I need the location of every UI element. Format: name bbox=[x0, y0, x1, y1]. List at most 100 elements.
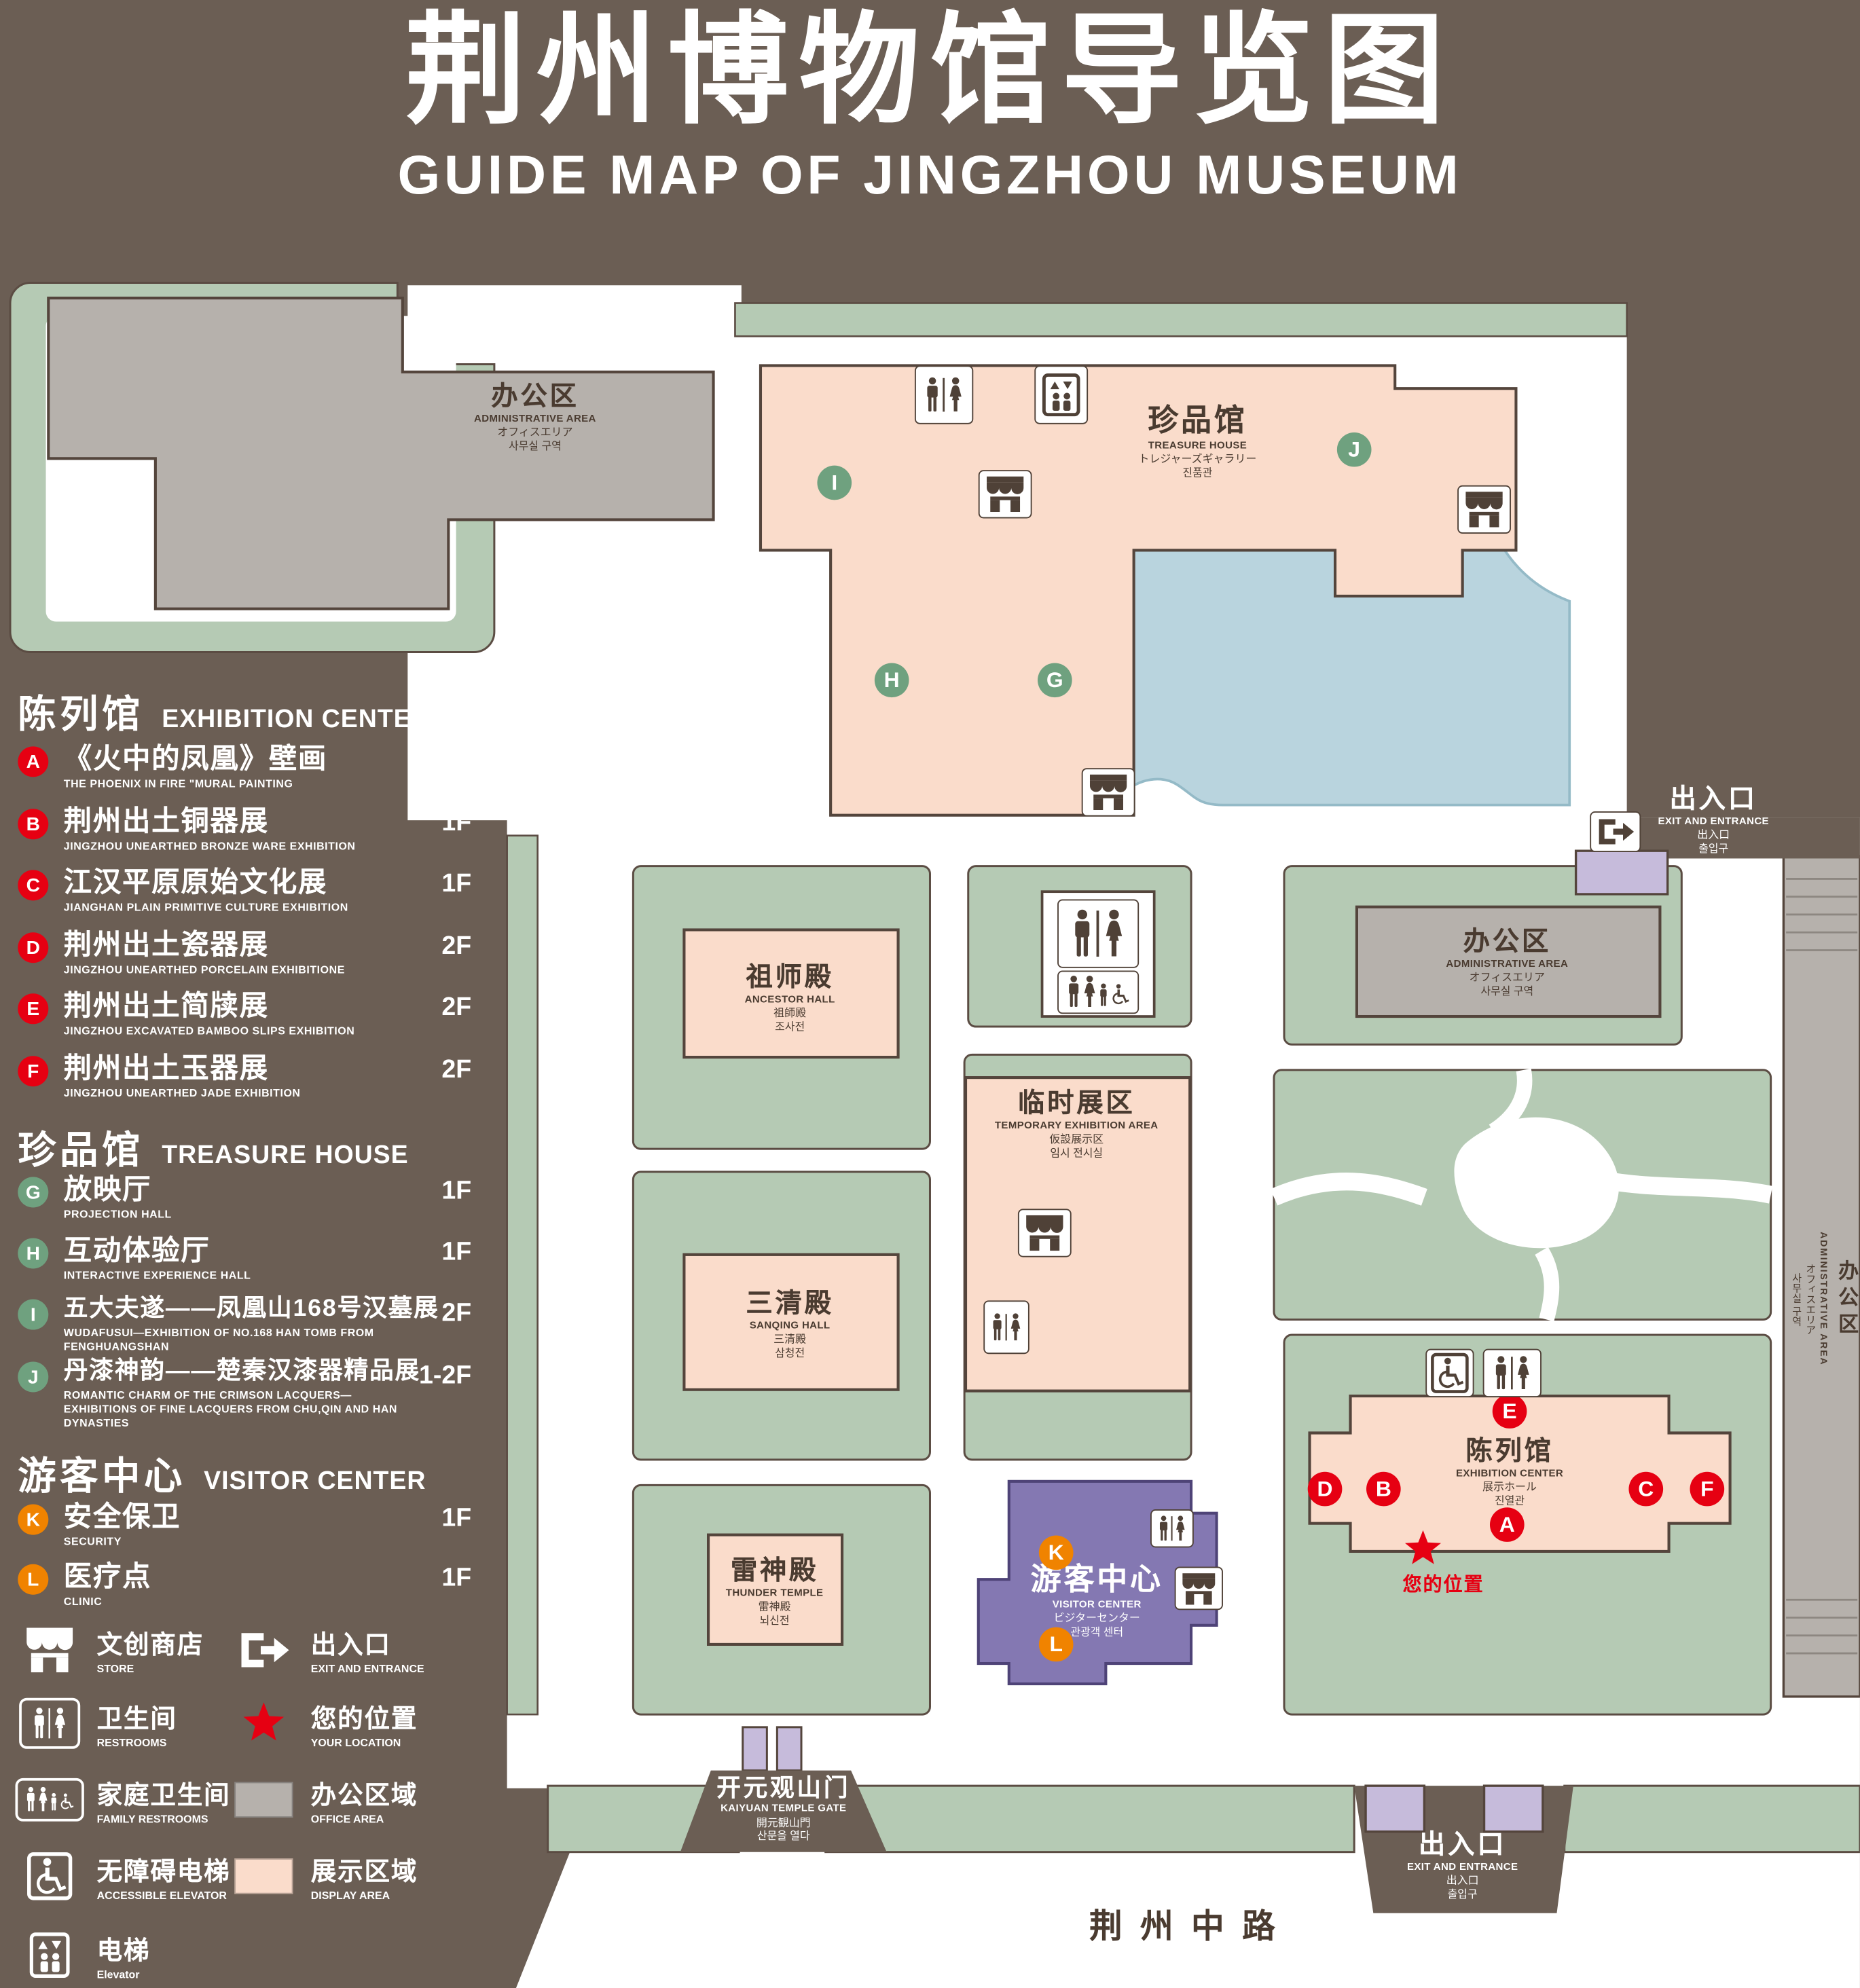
restroom-icon bbox=[1482, 1348, 1542, 1397]
entrance-south-right bbox=[1482, 1784, 1544, 1833]
legend-item-l: L 医疗点 CLINIC 1F bbox=[18, 1561, 486, 1609]
gate-door-right bbox=[776, 1726, 803, 1772]
marker-i: I bbox=[817, 465, 852, 500]
label-admin-east: 办公区 ADMINISTRATIVE AREA オフィスエリア 사무실 구역 bbox=[1446, 927, 1569, 997]
restroom-icon bbox=[1057, 899, 1139, 968]
building-thunder-temple bbox=[706, 1533, 844, 1646]
label-kaiyuan-gate: 开元观山门 KAIYUAN TEMPLE GATE 開元観山門 산문을 열다 bbox=[716, 1775, 851, 1843]
label-thunder-temple: 雷神殿 THUNDER TEMPLE 雷神殿 뇌신전 bbox=[725, 1556, 824, 1626]
label-temporary-exhibition: 临时展区 TEMPORARY EXHIBITION AREA 仮設展示区 임시 … bbox=[994, 1088, 1159, 1159]
page-header: 荆州博物馆导览图 GUIDE MAP OF JINGZHOU MUSEUM bbox=[0, 0, 1860, 208]
display-area-swatch bbox=[232, 1847, 295, 1905]
marker-b: B bbox=[1366, 1471, 1401, 1507]
marker-a: A bbox=[1489, 1507, 1525, 1542]
elevator-icon bbox=[18, 1926, 81, 1985]
legend-section-treasure-house: 珍品馆 TREASURE HOUSE bbox=[18, 1130, 409, 1172]
badge-f: F bbox=[18, 1056, 49, 1087]
label-sanqing-hall: 三清殿 SANQING HALL 三清殿 삼청전 bbox=[746, 1289, 834, 1359]
green-band-s bbox=[824, 1784, 1355, 1854]
store-icon bbox=[978, 470, 1032, 519]
legend-symbol-elevator: 电梯 Elevator bbox=[18, 1926, 150, 1985]
building-ancestor-hall bbox=[682, 928, 900, 1059]
badge-k: K bbox=[18, 1504, 49, 1535]
floor-label: 2F bbox=[441, 1299, 472, 1327]
badge-i: I bbox=[18, 1299, 49, 1330]
floor-label: 1F bbox=[441, 870, 472, 898]
marker-f: F bbox=[1690, 1471, 1725, 1507]
legend-symbol-restrooms: 卫生间 RESTROOMS bbox=[18, 1694, 177, 1752]
badge-j: J bbox=[18, 1361, 49, 1393]
badge-l: L bbox=[18, 1564, 49, 1595]
legend-symbol-exit: 出入口 EXIT AND ENTRANCE bbox=[232, 1620, 424, 1678]
gate-wedge bbox=[680, 1770, 887, 1852]
exit-icon bbox=[232, 1620, 295, 1678]
legend-symbol-your-location: 您的位置 YOUR LOCATION bbox=[232, 1694, 418, 1752]
legend-item-b: B 荆州出土铜器展 JINGZHOU UNEARTHED BRONZE WARE… bbox=[18, 805, 486, 854]
legend-item-j: J 丹漆神韵——楚秦汉漆器精品展 ROMANTIC CHARM OF THE C… bbox=[18, 1358, 486, 1431]
floor-label: 1F bbox=[441, 1177, 472, 1205]
store-icon bbox=[1017, 1209, 1072, 1257]
label-admin-northwest: 办公区 ADMINISTRATIVE AREA オフィスエリア 사무실 구역 bbox=[474, 382, 596, 452]
label-visitor-center: 游客中心 VISITOR CENTER ビジターセンター 관광객 센터 bbox=[1030, 1562, 1163, 1638]
marker-j: J bbox=[1336, 432, 1372, 467]
green-strip-treasure bbox=[734, 302, 1628, 337]
label-exit-south: 出入口 EXIT AND ENTRANCE 出入口 출입구 bbox=[1406, 1830, 1518, 1900]
accessible-elevator-icon bbox=[18, 1847, 81, 1905]
page-subtitle: GUIDE MAP OF JINGZHOU MUSEUM bbox=[397, 145, 1463, 206]
badge-g: G bbox=[18, 1177, 49, 1208]
badge-d: D bbox=[18, 932, 49, 963]
building-sanqing-hall bbox=[682, 1253, 900, 1391]
legend-item-i: I 五大夫遂——凤凰山168号汉墓展 WUDAFUSUI—EXHIBITION … bbox=[18, 1295, 486, 1354]
legend-item-d: D 荆州出土瓷器展 JINGZHOU UNEARTHED PORCELAIN E… bbox=[18, 929, 486, 977]
restroom-icon bbox=[914, 365, 974, 424]
office-area-swatch bbox=[232, 1771, 295, 1829]
floor-label: 2F bbox=[441, 1056, 472, 1084]
exit-icon bbox=[1590, 811, 1641, 853]
floor-label: 2F bbox=[441, 932, 472, 961]
label-road: 荆州中路 bbox=[1089, 1907, 1294, 1945]
label-ancestor-hall: 祖师殿 ANCESTOR HALL 祖師殿 조사전 bbox=[744, 963, 835, 1033]
building-exhibition-center bbox=[1308, 1395, 1732, 1553]
band-admin-east bbox=[1782, 854, 1860, 1698]
green-strip-west bbox=[506, 834, 539, 1716]
legend-symbol-office-area: 办公区域 OFFICE AREA bbox=[232, 1771, 418, 1829]
legend-item-a: A 《火中的凤凰》壁画 THE PHOENIX IN FIRE "MURAL P… bbox=[18, 743, 486, 792]
marker-g: G bbox=[1038, 663, 1072, 698]
restroom-icon bbox=[983, 1300, 1029, 1355]
building-admin-northwest bbox=[47, 296, 715, 610]
restroom-icon bbox=[1150, 1509, 1194, 1548]
label-exit-northeast: 出入口 EXIT AND ENTRANCE 出入口 출입구 bbox=[1658, 784, 1769, 854]
store-icon bbox=[1174, 1566, 1223, 1610]
floor-label: 1F bbox=[441, 746, 472, 775]
legend-symbol-family-restrooms: 家庭卫生间 FAMILY RESTROOMS bbox=[15, 1771, 230, 1829]
legend-item-c: C 江汉平原原始文化展 JIANGHAN PLAIN PRIMITIVE CUL… bbox=[18, 866, 486, 915]
badge-h: H bbox=[18, 1238, 49, 1269]
legend-symbol-display-area: 展示区域 DISPLAY AREA bbox=[232, 1847, 418, 1905]
badge-a: A bbox=[18, 746, 49, 777]
marker-h: H bbox=[874, 663, 909, 698]
store-icon bbox=[1457, 485, 1511, 534]
store-icon bbox=[18, 1620, 81, 1678]
legend-item-k: K 安全保卫 SECURITY 1F bbox=[18, 1501, 486, 1549]
label-exhibition-center: 陈列馆 EXHIBITION CENTER 展示ホール 진열관 bbox=[1455, 1437, 1564, 1507]
family-restroom-icon bbox=[1057, 970, 1139, 1014]
restroom-icon bbox=[18, 1694, 81, 1752]
legend-item-e: E 荆州出土简牍展 JINGZHOU EXCAVATED BAMBOO SLIP… bbox=[18, 990, 486, 1039]
building-treasure-house bbox=[759, 364, 1518, 817]
floor-label: 1F bbox=[441, 1564, 472, 1592]
your-location-star-icon bbox=[232, 1694, 295, 1752]
page-title: 荆州博物馆导览图 bbox=[405, 3, 1455, 139]
legend-section-exhibition-center: 陈列馆 EXHIBITION CENTER bbox=[18, 694, 431, 737]
elevator-icon bbox=[1034, 365, 1089, 424]
floor-label: 1F bbox=[441, 809, 472, 837]
floor-label: 1-2F bbox=[418, 1361, 472, 1390]
garden-paths bbox=[1270, 1068, 1773, 1322]
label-admin-east-band: 办公区 ADMINISTRATIVE AREA オフィスエリア 사무실 구역 bbox=[1791, 1232, 1857, 1367]
label-your-location: 您的位置 bbox=[1402, 1574, 1484, 1596]
band-hatch bbox=[1786, 878, 1858, 1655]
marker-l: L bbox=[1038, 1627, 1074, 1662]
